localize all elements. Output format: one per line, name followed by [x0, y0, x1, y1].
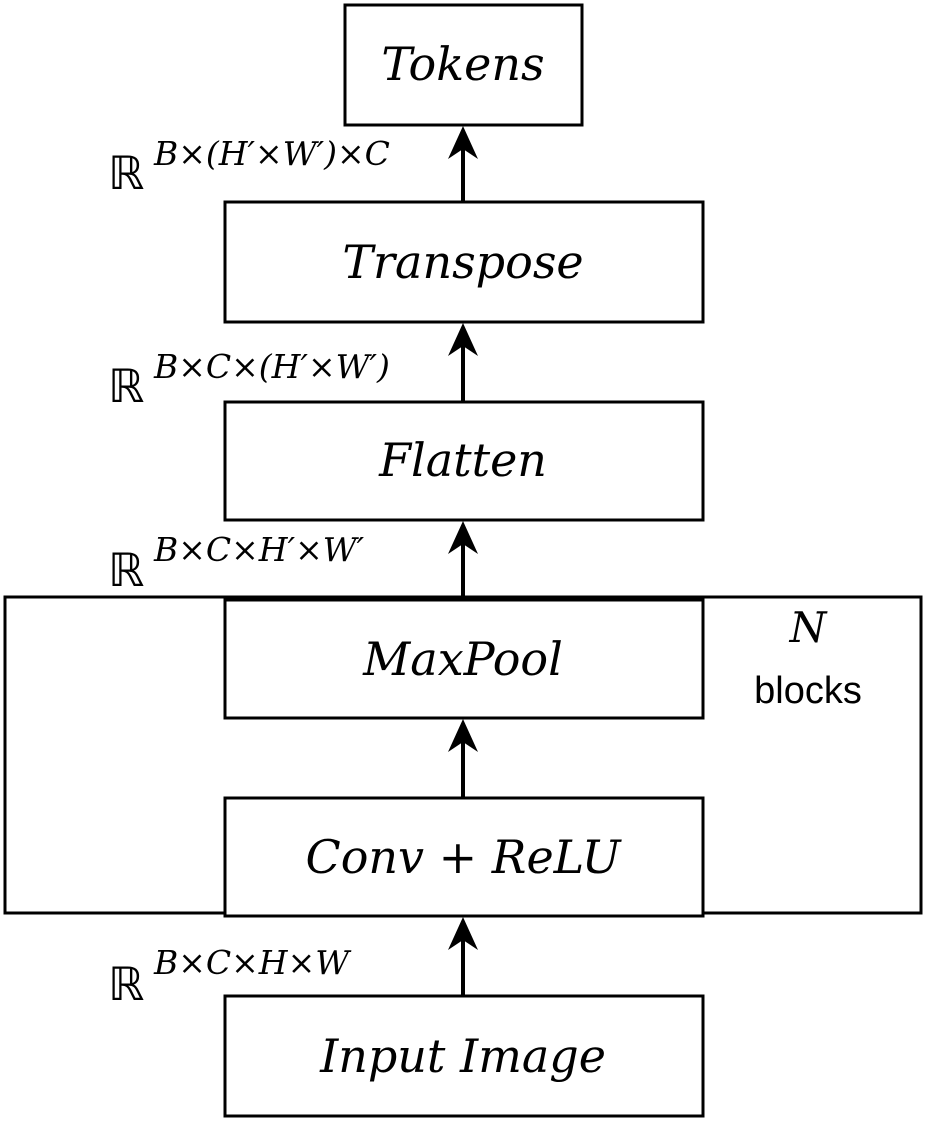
node-flatten-label: Flatten — [378, 433, 547, 487]
edge-maxpool-to-flatten — [448, 521, 478, 600]
repeat-count-label: N — [789, 603, 828, 652]
edge-conv-to-maxpool — [448, 719, 478, 798]
arrowhead-icon — [448, 917, 478, 950]
node-flatten: Flatten — [223, 400, 705, 522]
arrowhead-icon — [448, 521, 478, 554]
repeat-unit-label: blocks — [754, 670, 862, 712]
shape-space-symbol: ℝ — [108, 146, 144, 200]
shape-label-flatten-out: ℝ B×C×(H′×W′) — [108, 347, 390, 413]
shape-label-transpose-out: ℝ B×(H′×W′)×C — [108, 134, 390, 200]
node-transpose-label: Transpose — [342, 235, 583, 289]
edge-input-to-conv — [448, 917, 478, 996]
node-conv-relu-label: Conv + ReLU — [306, 830, 623, 884]
shape-dims: B×C×H′×W′ — [153, 530, 365, 569]
arrowhead-icon — [448, 719, 478, 752]
shape-dims: B×(H′×W′)×C — [153, 134, 390, 173]
node-maxpool: MaxPool — [223, 598, 705, 720]
shape-space-symbol: ℝ — [108, 957, 144, 1011]
shape-space-symbol: ℝ — [108, 359, 144, 413]
shape-dims: B×C×H×W — [153, 943, 352, 982]
node-tokens: Tokens — [343, 3, 584, 127]
node-maxpool-label: MaxPool — [362, 632, 563, 686]
arrowhead-icon — [448, 323, 478, 356]
node-input-image: Input Image — [223, 994, 705, 1118]
shape-label-input: ℝ B×C×H×W — [108, 943, 352, 1011]
edge-flatten-to-transpose — [448, 323, 478, 402]
node-transpose: Transpose — [223, 200, 705, 324]
arrowhead-icon — [448, 126, 478, 159]
node-input-image-label: Input Image — [319, 1029, 606, 1083]
shape-dims: B×C×(H′×W′) — [153, 347, 390, 386]
node-conv-relu: Conv + ReLU — [223, 796, 705, 918]
shape-space-symbol: ℝ — [108, 543, 144, 597]
node-tokens-label: Tokens — [381, 37, 544, 91]
edge-transpose-to-tokens — [448, 126, 478, 202]
shape-label-maxpool-out: ℝ B×C×H′×W′ — [108, 530, 365, 597]
